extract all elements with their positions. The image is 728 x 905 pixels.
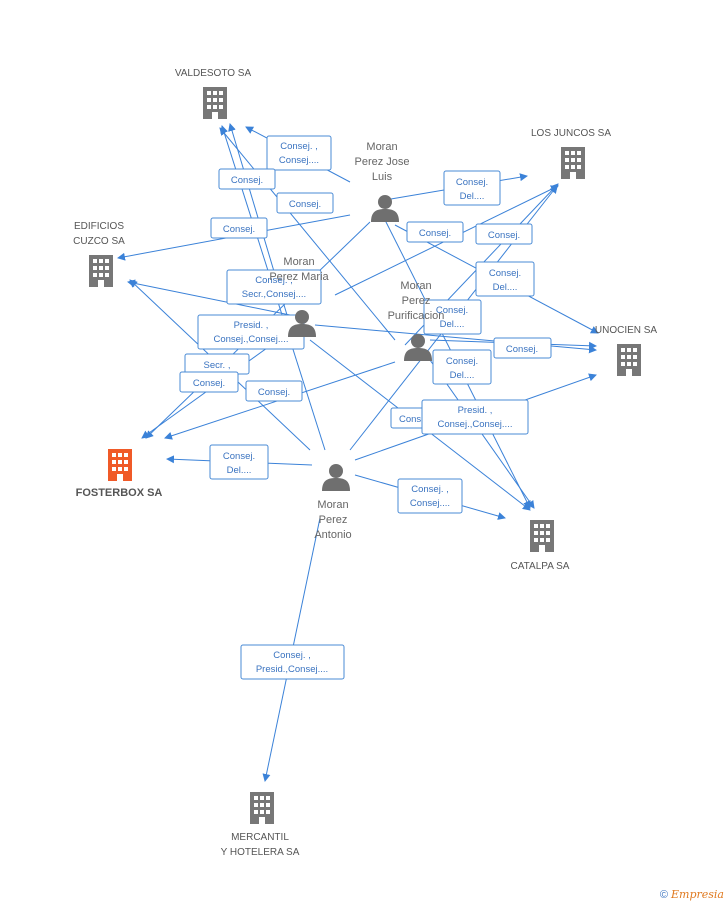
person-name: Purificacion xyxy=(388,310,445,322)
person-name: Moran xyxy=(317,499,348,511)
company-name: LOS JUNCOS SA xyxy=(531,128,611,139)
relation-line: Consej. xyxy=(419,228,451,239)
relation-line: Consej. , xyxy=(273,650,311,661)
company-name: FOSTERBOX SA xyxy=(76,487,163,499)
relation-box[interactable]: Presid. , Consej.,Consej.... xyxy=(421,399,529,435)
company-name: CUZCO SA xyxy=(73,236,125,247)
relation-box[interactable]: Consej. xyxy=(218,168,276,190)
relation-line: Consej. , xyxy=(280,141,318,152)
copyright-icon: © xyxy=(659,889,668,901)
company-node-unocien[interactable]: UNOCIEN SA xyxy=(595,325,658,376)
relation-line: Consej. xyxy=(231,175,263,186)
person-node-maria[interactable]: Moran Perez Maria xyxy=(269,256,330,337)
person-node-antonio[interactable]: Moran Perez Antonio xyxy=(314,464,352,541)
relation-box[interactable]: Consej. xyxy=(475,223,533,245)
relation-line: Consej. xyxy=(456,177,488,188)
person-name: Perez Maria xyxy=(269,271,329,283)
relation-line: Consej. xyxy=(436,305,468,316)
relation-line: Consej. xyxy=(258,387,290,398)
building-icon xyxy=(203,87,227,119)
relation-line: Consej. xyxy=(488,230,520,241)
relation-layer: Consej. , Consej.... Consej. Consej. Cons… xyxy=(179,135,552,680)
company-node-valdesoto[interactable]: VALDESOTO SA xyxy=(175,68,252,119)
relation-box[interactable]: Consej. xyxy=(245,380,303,402)
person-name: Antonio xyxy=(314,529,351,541)
relation-box[interactable]: Consej. Del.... xyxy=(432,349,492,385)
brand-name: Empresia xyxy=(671,888,724,901)
relation-line: Secr. , xyxy=(204,360,231,371)
person-name: Luis xyxy=(372,171,393,183)
person-name: Moran xyxy=(283,256,314,268)
relation-line: Secr.,Consej.... xyxy=(242,289,306,300)
relation-line: Consej.,Consej.... xyxy=(438,419,513,430)
relation-line: Consej.... xyxy=(410,498,450,509)
relation-line: Del.... xyxy=(460,191,485,202)
relation-line: Consej. xyxy=(506,344,538,355)
relation-box[interactable]: Consej. Del.... xyxy=(475,261,535,297)
person-node-purificacion[interactable]: Moran Perez Purificacion xyxy=(388,280,445,361)
company-name: CATALPA SA xyxy=(511,561,570,572)
company-node-cuzco[interactable]: EDIFICIOS CUZCO SA xyxy=(73,221,125,287)
relation-line: Consej.... xyxy=(279,155,319,166)
relation-line: Del.... xyxy=(440,319,465,330)
relation-line: Presid. , xyxy=(458,405,493,416)
company-node-catalpa[interactable]: CATALPA SA xyxy=(511,520,570,572)
relation-box[interactable]: Consej. , Consej.... xyxy=(397,478,463,514)
relation-box[interactable]: Consej. , Presid.,Consej.... xyxy=(240,644,345,680)
person-icon xyxy=(371,195,399,222)
relation-line: Del.... xyxy=(227,465,252,476)
relation-line: Consej. , xyxy=(255,275,293,286)
company-name: UNOCIEN SA xyxy=(595,325,658,336)
building-icon xyxy=(617,344,641,376)
relation-box[interactable]: Presid. , Consej.,Consej.... xyxy=(197,314,305,350)
person-name: Perez xyxy=(402,295,431,307)
company-name: MERCANTIL xyxy=(231,832,289,843)
relation-box[interactable]: Consej. xyxy=(276,192,334,214)
building-icon xyxy=(250,792,274,824)
company-name: EDIFICIOS xyxy=(74,221,124,232)
relation-line: Del.... xyxy=(450,370,475,381)
footer-brand[interactable]: © Empresia xyxy=(660,888,724,901)
relation-line: Consej. xyxy=(489,268,521,279)
person-name: Perez xyxy=(319,514,348,526)
relation-line: Presid.,Consej.... xyxy=(256,664,328,675)
relation-line: Consej xyxy=(399,414,429,425)
building-icon xyxy=(89,255,113,287)
relation-box[interactable]: Consej. Del.... xyxy=(209,444,269,480)
company-name: VALDESOTO SA xyxy=(175,68,252,79)
relation-line: Del.... xyxy=(493,282,518,293)
person-icon xyxy=(404,334,432,361)
relation-box[interactable]: Consej. Del.... xyxy=(443,170,501,206)
company-node-fosterbox[interactable]: FOSTERBOX SA xyxy=(76,449,163,499)
relation-box[interactable]: Consej. xyxy=(210,217,268,239)
building-icon xyxy=(530,520,554,552)
company-node-los-juncos[interactable]: LOS JUNCOS SA xyxy=(531,128,611,179)
relation-line: Consej.,Consej.... xyxy=(214,334,289,345)
company-name: Y HOTELERA SA xyxy=(221,847,300,858)
relation-box[interactable]: Consej. xyxy=(493,337,552,359)
relation-box[interactable]: Secr. , xyxy=(184,353,250,375)
relation-line: Consej. , xyxy=(411,484,449,495)
edge-layer xyxy=(117,123,599,782)
relation-box[interactable]: Consej. , Consej.... xyxy=(266,135,332,171)
relation-box[interactable]: Consej. xyxy=(179,371,239,393)
building-icon xyxy=(561,147,585,179)
person-node-jose-luis[interactable]: Moran Perez Jose Luis xyxy=(354,141,410,222)
relation-line: Consej. xyxy=(223,224,255,235)
building-icon xyxy=(108,449,132,481)
relation-line: Presid. , xyxy=(234,320,269,331)
relation-line: Consej. xyxy=(289,199,321,210)
relation-line: Consej. xyxy=(223,451,255,462)
relation-box[interactable]: Consej. Del.... xyxy=(423,299,482,335)
relation-box[interactable]: Consej. , Secr.,Consej.... xyxy=(226,269,322,305)
person-icon xyxy=(322,464,350,491)
person-name: Perez Jose xyxy=(354,156,409,168)
person-name: Moran xyxy=(400,280,431,292)
relation-box[interactable]: Consej. xyxy=(406,221,464,243)
relation-line: Consej. xyxy=(446,356,478,367)
company-node-mercantil[interactable]: MERCANTIL Y HOTELERA SA xyxy=(221,792,300,858)
person-name: Moran xyxy=(366,141,397,153)
relation-line: Consej. xyxy=(193,378,225,389)
